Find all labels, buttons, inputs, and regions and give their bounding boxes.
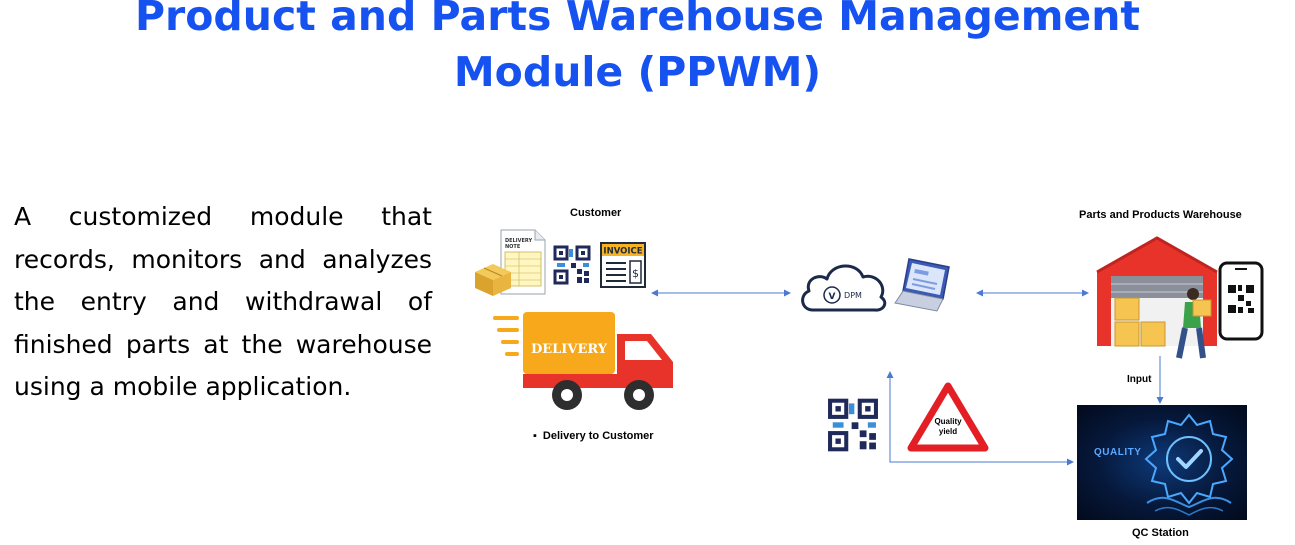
bullet: ▪ [533,430,537,442]
cloud-dpm-icon: V DPM [801,264,887,312]
warehouse-icon [1096,236,1218,359]
input-label: Input [1127,374,1152,385]
cloud-dpm-text: DPM [844,291,862,300]
laptop-icon [894,258,950,312]
qc-station-label: QC Station [1132,527,1189,539]
truck-delivery-text: DELIVERY [531,342,608,357]
warehouse-label: Parts and Products Warehouse [1079,209,1242,221]
title-line-2: Module (PPWM) [453,48,822,96]
smartphone-qr-icon [1218,261,1264,341]
qr-code-quality-icon [828,398,878,452]
quality-yield-line-2: yield [939,427,957,436]
title-line-1: Product and Parts Warehouse Management [134,0,1141,40]
qc-station-image: QUALITY [1077,405,1247,520]
delivery-note-text-2: NOTE [505,244,521,250]
svg-text:V: V [829,292,836,302]
arrow-qc-loop [886,371,1074,466]
invoice-icon: INVOICE $ [600,242,646,288]
delivery-truck-icon: DELIVERY [493,312,673,410]
delivery-to-customer-label: ▪ Delivery to Customer [533,430,654,442]
module-description: A customized module that records, monito… [14,202,432,401]
quality-badge-icon [1144,413,1234,516]
quality-yield-warning-icon: Quality yield [907,382,989,452]
delivery-note-icon: DELIVERY NOTE [475,229,546,296]
quality-yield-line-1: Quality [934,417,962,426]
delivery-note-text-1: DELIVERY [505,238,532,244]
invoice-text: INVOICE [603,247,642,257]
qr-code-icon [553,245,591,285]
svg-text:$: $ [632,267,639,280]
customer-label: Customer [570,207,622,219]
qc-quality-text: QUALITY [1094,447,1142,458]
page-title: Product and Parts Warehouse Management M… [0,0,1275,100]
delivery-to-customer-text: Delivery to Customer [542,430,654,442]
